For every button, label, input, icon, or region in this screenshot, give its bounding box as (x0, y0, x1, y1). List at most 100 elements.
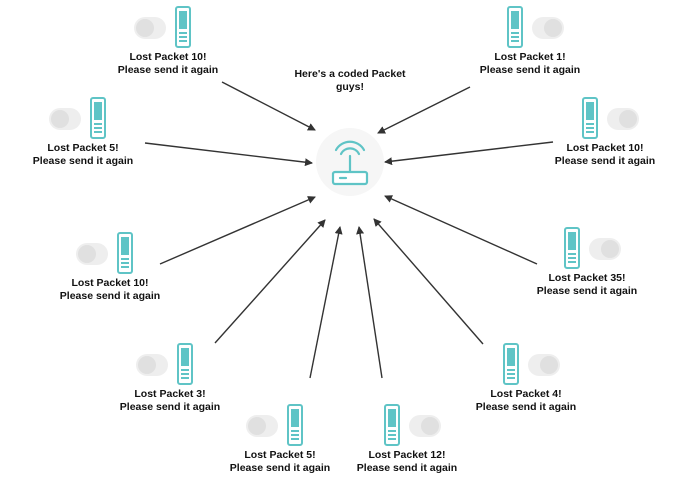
device-message-line1: Lost Packet 12! (368, 449, 446, 461)
device-icon-group (564, 227, 621, 269)
device-message-line2: Please send it again (117, 64, 219, 76)
phone-keypad-row (121, 262, 129, 264)
device-upper-right: Lost Packet 10!Please send it again (530, 96, 680, 167)
device-message-line2: Please send it again (59, 290, 161, 302)
phone-keypad-row (507, 377, 515, 379)
arrow-bottom-right (356, 226, 383, 379)
device-message-line2: Please send it again (119, 401, 221, 413)
arrow-top-left (221, 81, 316, 131)
phone-icon (507, 6, 523, 48)
device-icon-group (503, 343, 560, 385)
arrow-lower-right (373, 218, 484, 345)
phone-icon (175, 6, 191, 48)
toggle-knob (78, 245, 96, 263)
router-icon (331, 140, 369, 186)
device-upper-left: Lost Packet 5!Please send it again (8, 96, 158, 167)
device-message-line2: Please send it again (536, 285, 638, 297)
toggle-knob (421, 417, 439, 435)
phone-keypad-row (179, 36, 187, 38)
device-icon-group (49, 97, 106, 139)
device-middle-right: Lost Packet 35!Please send it again (512, 226, 662, 297)
phone-icon (177, 343, 193, 385)
phone-keypad-row (121, 258, 129, 260)
arrow-lower-left (214, 219, 326, 344)
phone-keypad-row (179, 32, 187, 34)
toggle-knob (51, 110, 69, 128)
phone-screen (586, 102, 594, 120)
phone-screen (388, 409, 396, 427)
device-message-line2: Please send it again (479, 64, 581, 76)
device-message-line1: Lost Packet 4! (490, 388, 562, 400)
device-middle-left: Lost Packet 10!Please send it again (35, 231, 185, 302)
phone-keypad-row (388, 438, 396, 440)
phone-icon (564, 227, 580, 269)
phone-icon (503, 343, 519, 385)
device-message-line2: Please send it again (554, 155, 656, 167)
phone-screen (94, 102, 102, 120)
phone-icon (90, 97, 106, 139)
device-message-line1: Lost Packet 35! (548, 272, 626, 284)
phone-keypad-row (388, 434, 396, 436)
arrow-middle-left (159, 196, 316, 265)
device-icon-group (246, 404, 303, 446)
phone-screen (179, 11, 187, 29)
router (316, 128, 384, 196)
arrows (144, 81, 554, 379)
phone-keypad-row (507, 373, 515, 375)
arrow-top-right (377, 86, 471, 134)
toggle-knob (619, 110, 637, 128)
phone-keypad-row (94, 127, 102, 129)
phone-screen (181, 348, 189, 366)
phone-icon (582, 97, 598, 139)
device-icon-group (384, 404, 441, 446)
phone-screen (121, 237, 129, 255)
phone-keypad-row (388, 430, 396, 432)
phone-keypad-row (179, 40, 187, 42)
phone-screen (568, 232, 576, 250)
device-icon-group (582, 97, 639, 139)
device-icon-group (136, 343, 193, 385)
phone-keypad-row (586, 123, 594, 125)
phone-keypad-row (568, 261, 576, 263)
device-lower-right: Lost Packet 4!Please send it again (451, 342, 601, 413)
device-message-line2: Please send it again (356, 462, 458, 474)
device-top-right: Lost Packet 1!Please send it again (455, 5, 605, 76)
device-icon-group (134, 6, 191, 48)
phone-keypad-row (568, 253, 576, 255)
device-message-line1: Lost Packet 3! (134, 388, 206, 400)
device-message-line1: Lost Packet 10! (566, 142, 644, 154)
phone-keypad-row (291, 434, 299, 436)
toggle-knob (136, 19, 154, 37)
phone-keypad-row (121, 266, 129, 268)
phone-keypad-row (181, 373, 189, 375)
phone-screen (291, 409, 299, 427)
phone-screen (507, 348, 515, 366)
device-icon-group (76, 232, 133, 274)
arrow-bottom-left (309, 226, 343, 379)
toggle-knob (601, 240, 619, 258)
toggle-knob (138, 356, 156, 374)
phone-keypad-row (291, 430, 299, 432)
device-icon-group (507, 6, 564, 48)
phone-icon (384, 404, 400, 446)
phone-keypad-row (507, 369, 515, 371)
phone-keypad-row (586, 127, 594, 129)
arrow-upper-right (384, 141, 554, 166)
device-message-line1: Lost Packet 5! (244, 449, 316, 461)
device-message-line2: Please send it again (229, 462, 331, 474)
phone-keypad-row (511, 40, 519, 42)
arrow-upper-left (144, 142, 313, 167)
toggle-knob (248, 417, 266, 435)
phone-icon (117, 232, 133, 274)
phone-screen (511, 11, 519, 29)
device-top-left: Lost Packet 10!Please send it again (93, 5, 243, 76)
device-bottom-left: Lost Packet 5!Please send it again (205, 403, 355, 474)
router-message: Here's a coded Packet guys! (288, 68, 412, 94)
device-lower-left: Lost Packet 3!Please send it again (95, 342, 245, 413)
device-message-line1: Lost Packet 10! (129, 51, 207, 63)
device-message-line1: Lost Packet 1! (494, 51, 566, 63)
phone-icon (287, 404, 303, 446)
device-message-line2: Please send it again (32, 155, 134, 167)
phone-keypad-row (586, 131, 594, 133)
